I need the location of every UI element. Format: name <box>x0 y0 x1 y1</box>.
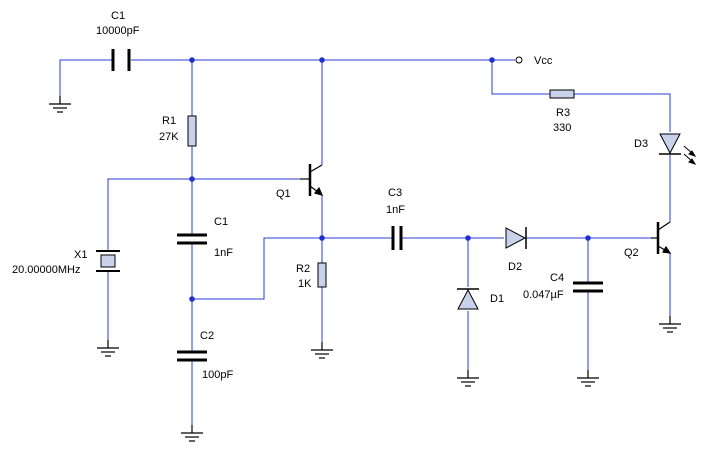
vcc-terminal-icon <box>515 56 523 64</box>
resistor-r3: R3 330 <box>549 89 575 134</box>
c2-value: 100pF <box>202 369 233 381</box>
d2-ref: D2 <box>508 261 522 273</box>
c1-top-ref: C1 <box>111 10 125 22</box>
d3-ref: D3 <box>634 138 648 150</box>
x1-ref: X1 <box>74 249 87 261</box>
r1-value: 27K <box>159 131 179 143</box>
diode-d2: D2 <box>505 227 527 273</box>
ground-icon <box>310 341 334 359</box>
c4-value: 0.047µF <box>523 289 564 301</box>
r3-value: 330 <box>553 122 571 134</box>
d1-ref: D1 <box>490 293 504 305</box>
vcc-label: Vcc <box>534 55 553 67</box>
capacitor-c1-top: C1 10000pF <box>96 10 140 71</box>
vcc-terminal: Vcc <box>515 55 553 67</box>
capacitor-c2: C2 100pF <box>177 330 233 381</box>
c3-value: 1nF <box>386 204 405 216</box>
ground-symbols <box>48 95 682 442</box>
c4-ref: C4 <box>550 272 564 284</box>
c1-mid-value: 1nF <box>214 247 233 259</box>
r2-value: 1K <box>298 278 312 290</box>
transistor-q2: Q2 <box>624 221 672 259</box>
capacitor-c3: C3 1nF <box>386 187 405 250</box>
r3-ref: R3 <box>556 107 570 119</box>
q2-ref: Q2 <box>624 247 639 259</box>
ground-icon <box>96 339 120 357</box>
r2-ref: R2 <box>296 263 310 275</box>
ground-icon <box>576 369 600 387</box>
capacitor-c1-mid: C1 1nF <box>177 216 233 259</box>
crystal-x1: X1 20.00000MHz <box>12 249 120 276</box>
x1-value: 20.00000MHz <box>12 264 81 276</box>
diode-d1: D1 <box>457 288 504 310</box>
c3-ref: C3 <box>388 187 402 199</box>
resistor-r1: R1 27K <box>159 115 197 147</box>
ground-icon <box>180 424 204 442</box>
ground-icon <box>658 315 682 333</box>
resistor-r2: R2 1K <box>296 262 327 290</box>
wires <box>59 59 671 425</box>
c1-mid-ref: C1 <box>214 216 228 228</box>
c2-ref: C2 <box>200 330 214 342</box>
ground-icon <box>48 95 72 113</box>
q1-ref: Q1 <box>276 188 291 200</box>
transistor-q1: Q1 <box>276 164 324 200</box>
r1-ref: R1 <box>162 115 176 127</box>
junction-dots <box>189 57 591 302</box>
capacitor-c4: C4 0.047µF <box>523 272 603 301</box>
ground-icon <box>456 369 480 387</box>
light-emission-icon <box>683 145 697 165</box>
led-d3: D3 <box>634 133 697 165</box>
c1-top-value: 10000pF <box>96 25 140 37</box>
